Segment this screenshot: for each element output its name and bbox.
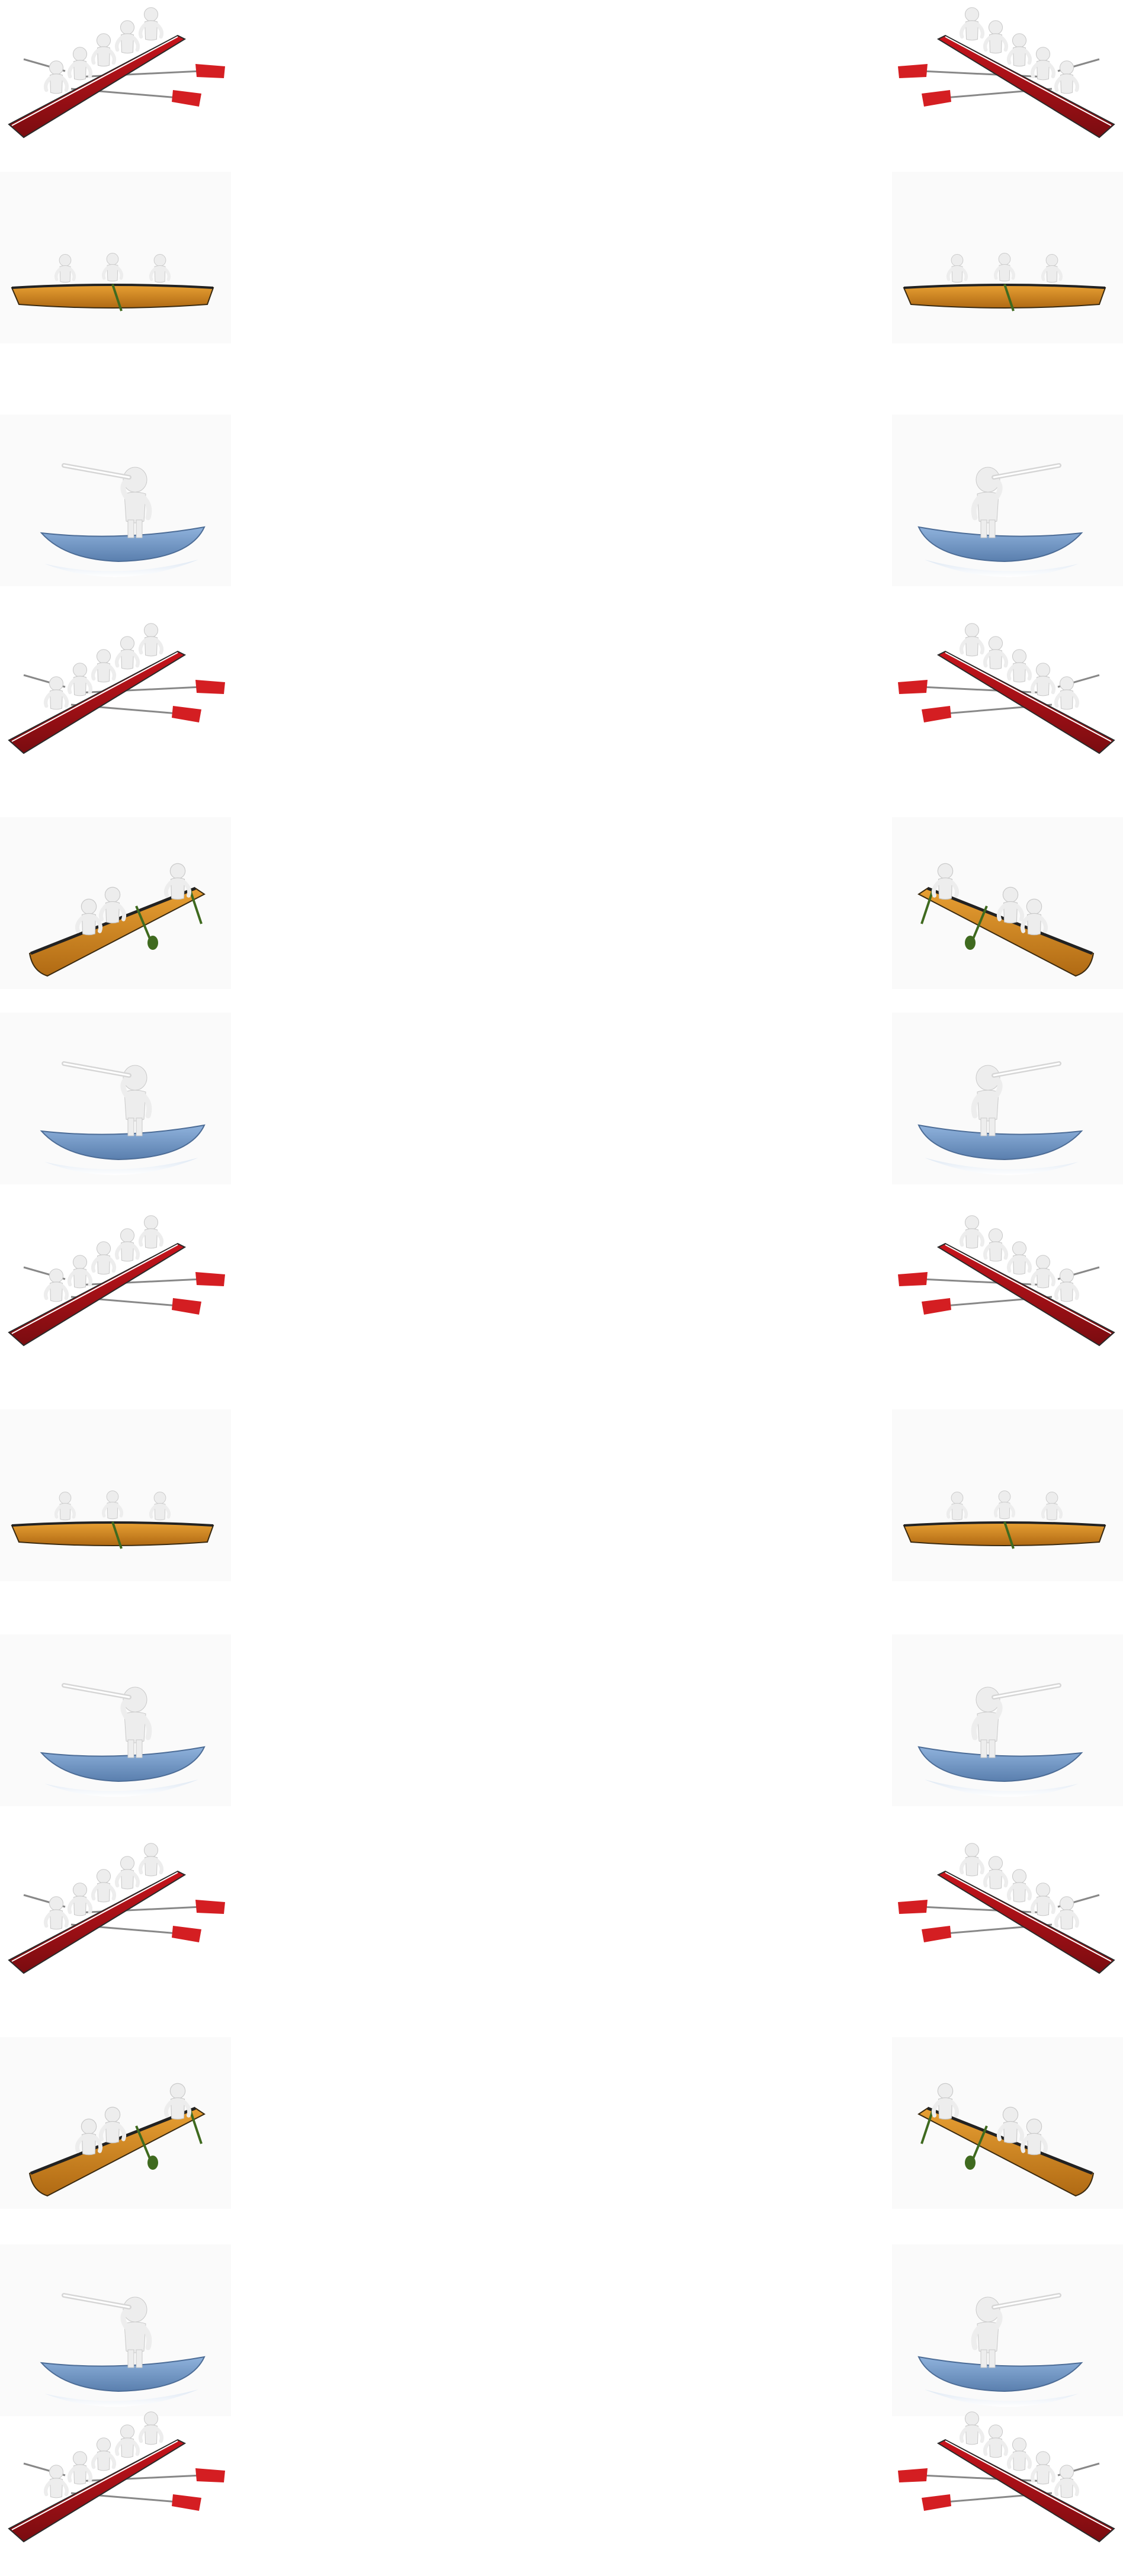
boat-illustration-right bbox=[892, 0, 1123, 172]
boat-illustration-left bbox=[0, 1208, 231, 1380]
boat-illustration-right bbox=[892, 2404, 1123, 2576]
red-rowing-shell-five-rowers-image bbox=[892, 1836, 1123, 2008]
blue-boat-lookout-with-telescope-image bbox=[0, 1013, 231, 1184]
boat-illustration-right bbox=[892, 172, 1123, 343]
boat-illustration-right bbox=[892, 2244, 1123, 2416]
orange-canoe-three-rowers-side-image bbox=[0, 172, 231, 343]
blue-boat-lookout-with-telescope-image bbox=[892, 1013, 1123, 1184]
blue-boat-lookout-with-telescope-image bbox=[0, 2244, 231, 2416]
red-rowing-shell-five-rowers-image bbox=[0, 2404, 231, 2576]
boat-illustration-right bbox=[892, 1409, 1123, 1581]
blue-boat-lookout-with-telescope-image bbox=[0, 1634, 231, 1806]
boat-illustration-left bbox=[0, 0, 231, 172]
boat-illustration-left bbox=[0, 2037, 231, 2209]
red-rowing-shell-five-rowers-image bbox=[0, 1208, 231, 1380]
red-rowing-shell-five-rowers-image bbox=[0, 0, 231, 172]
orange-canoe-three-rowers-side-image bbox=[892, 172, 1123, 343]
red-rowing-shell-five-rowers-image bbox=[892, 616, 1123, 788]
orange-canoe-three-rowers-angled-image bbox=[0, 817, 231, 989]
boat-illustration-left bbox=[0, 817, 231, 989]
boat-illustration-right bbox=[892, 817, 1123, 989]
blue-boat-lookout-with-telescope-image bbox=[0, 415, 231, 586]
boat-illustration-right bbox=[892, 415, 1123, 586]
red-rowing-shell-five-rowers-image bbox=[892, 2404, 1123, 2576]
boat-illustration-left bbox=[0, 415, 231, 586]
boat-illustration-left bbox=[0, 2404, 231, 2576]
boat-illustration-right bbox=[892, 616, 1123, 788]
boat-illustration-right bbox=[892, 2037, 1123, 2209]
boat-illustration-left bbox=[0, 1013, 231, 1184]
boat-illustration-right bbox=[892, 1836, 1123, 2008]
orange-canoe-three-rowers-angled-image bbox=[0, 2037, 231, 2209]
red-rowing-shell-five-rowers-image bbox=[0, 1836, 231, 2008]
boat-illustration-right bbox=[892, 1634, 1123, 1806]
orange-canoe-three-rowers-angled-image bbox=[892, 2037, 1123, 2209]
orange-canoe-three-rowers-side-image bbox=[0, 1409, 231, 1581]
orange-canoe-three-rowers-angled-image bbox=[892, 817, 1123, 989]
boat-illustration-right bbox=[892, 1208, 1123, 1380]
boat-illustration-left bbox=[0, 616, 231, 788]
boat-illustration-left bbox=[0, 1634, 231, 1806]
boat-illustration-right bbox=[892, 1013, 1123, 1184]
boat-illustration-left bbox=[0, 1836, 231, 2008]
red-rowing-shell-five-rowers-image bbox=[0, 616, 231, 788]
boat-illustration-left bbox=[0, 2244, 231, 2416]
blue-boat-lookout-with-telescope-image bbox=[892, 2244, 1123, 2416]
boat-illustration-left bbox=[0, 172, 231, 343]
red-rowing-shell-five-rowers-image bbox=[892, 0, 1123, 172]
red-rowing-shell-five-rowers-image bbox=[892, 1208, 1123, 1380]
blue-boat-lookout-with-telescope-image bbox=[892, 415, 1123, 586]
boat-illustration-left bbox=[0, 1409, 231, 1581]
orange-canoe-three-rowers-side-image bbox=[892, 1409, 1123, 1581]
blue-boat-lookout-with-telescope-image bbox=[892, 1634, 1123, 1806]
